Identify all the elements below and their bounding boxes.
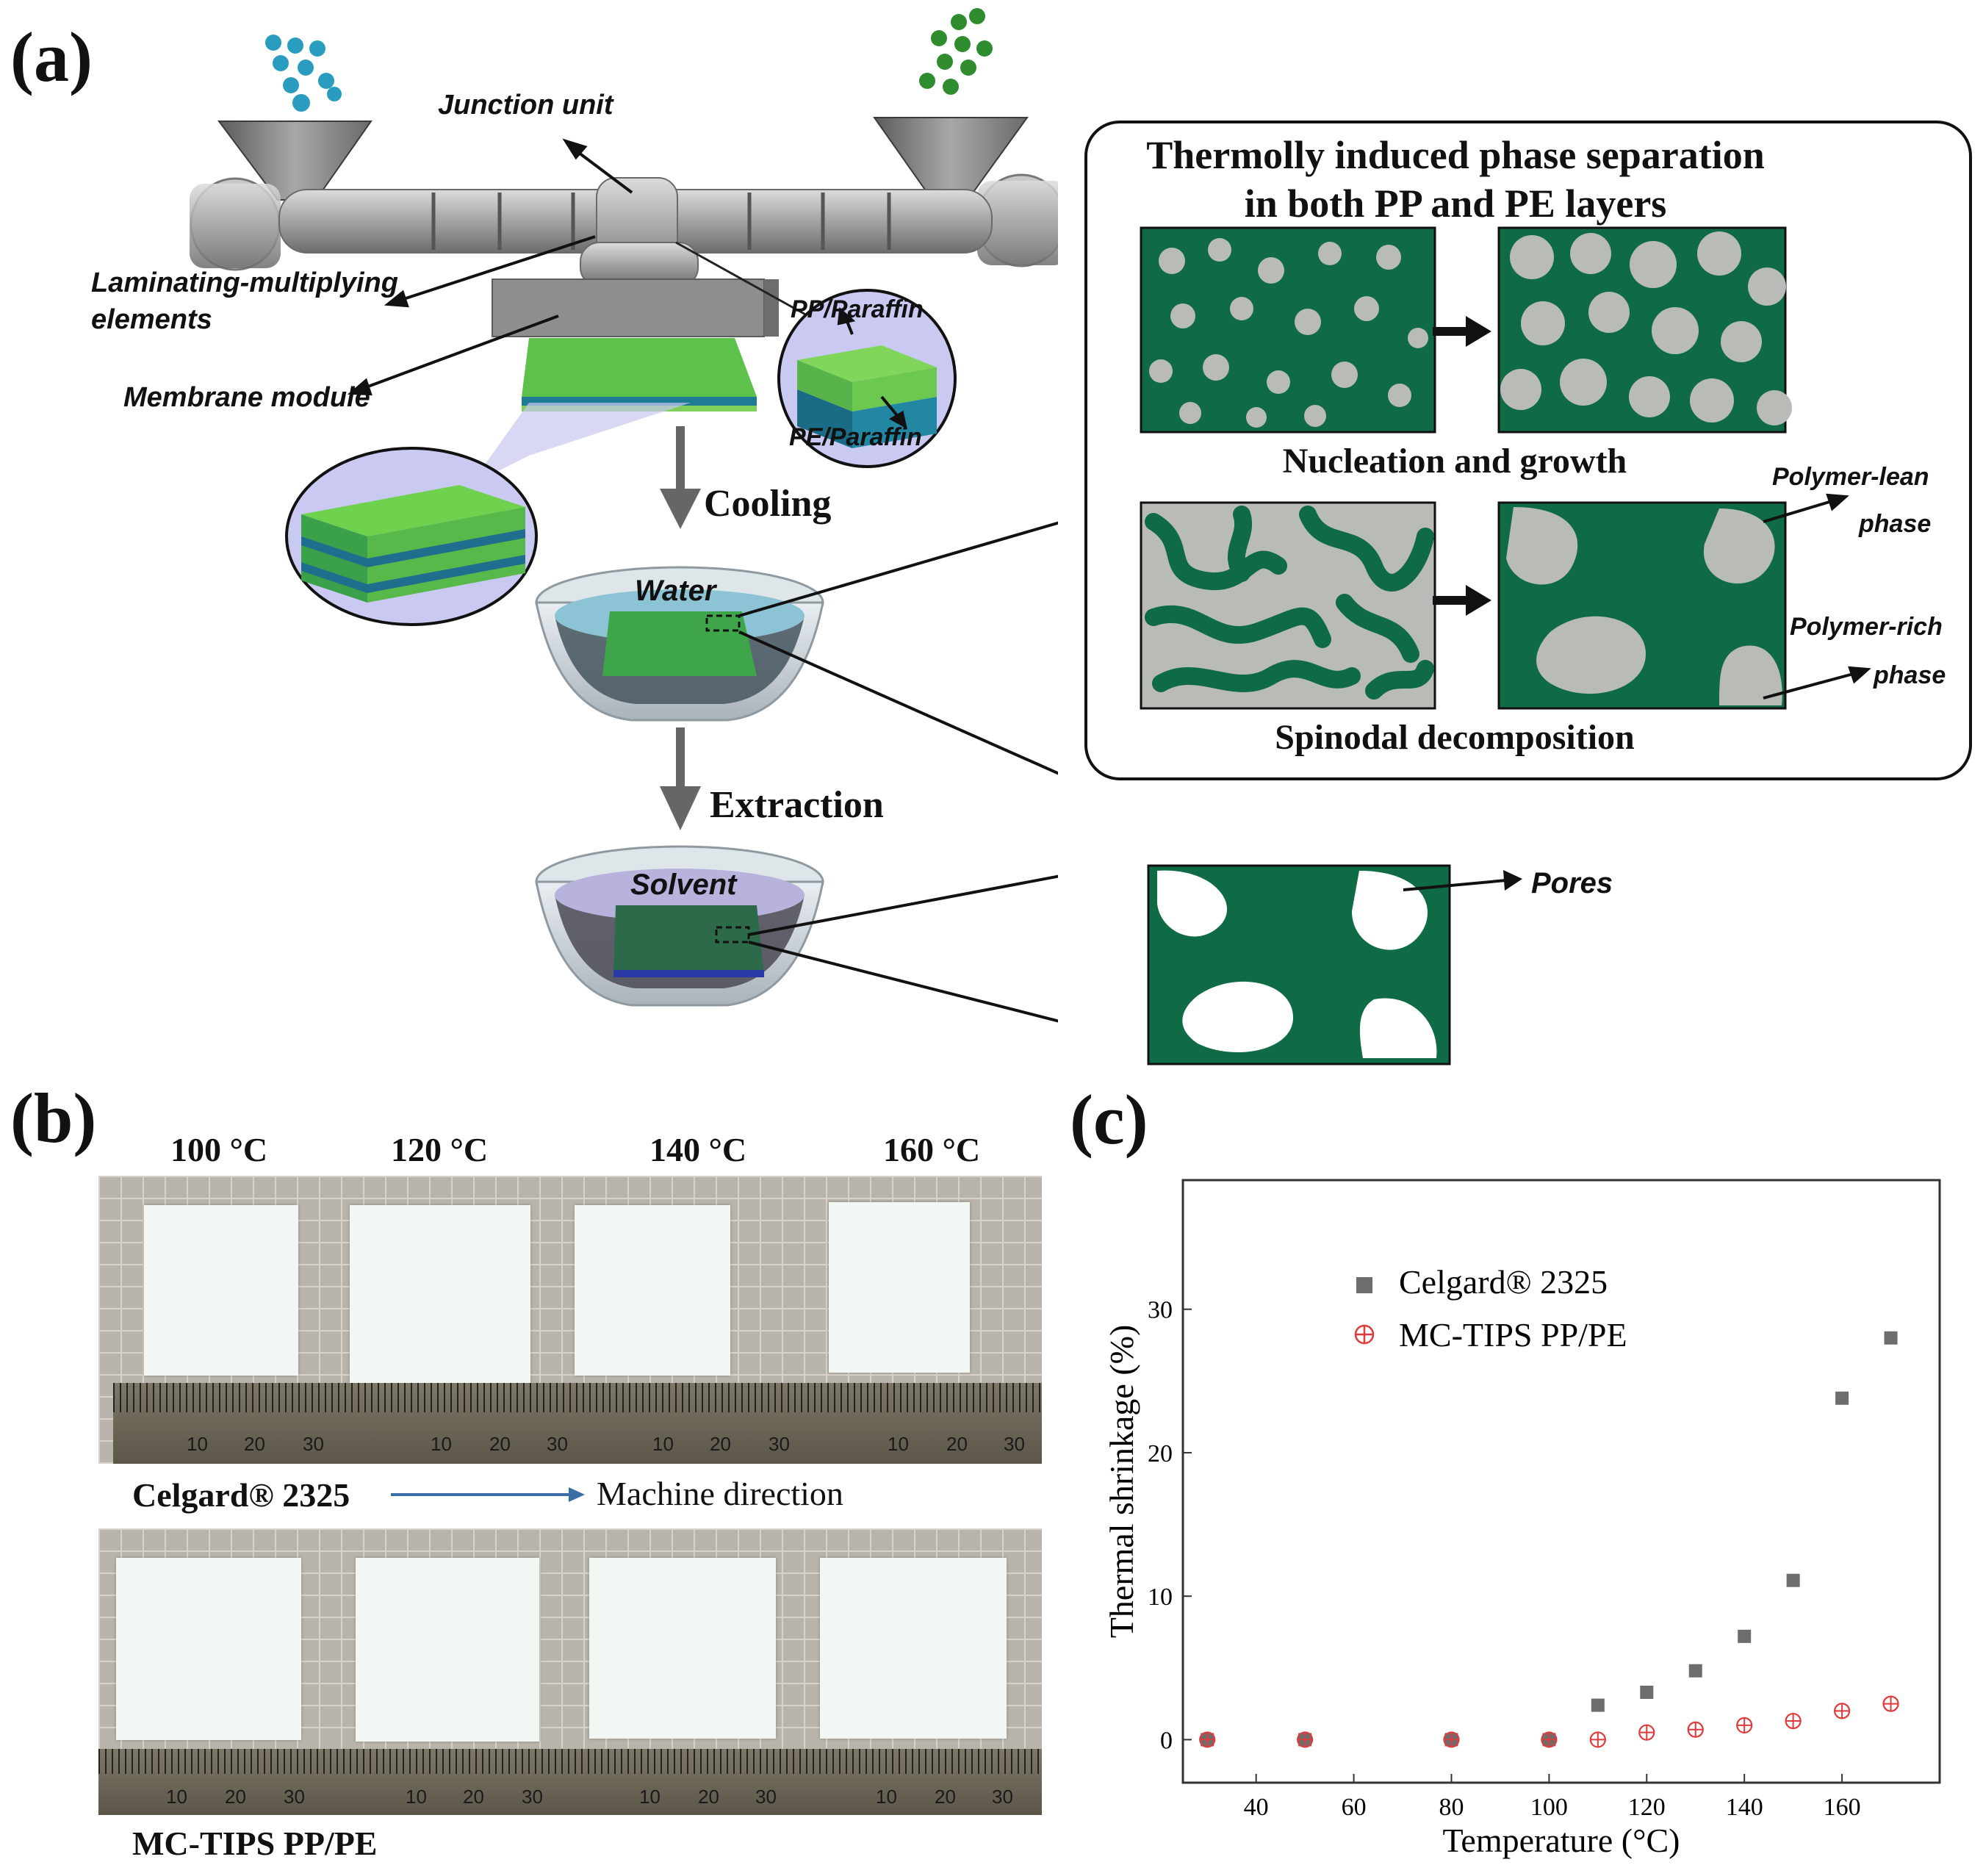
green-pellets (919, 8, 993, 95)
celgard-sample-120 (350, 1205, 530, 1383)
phase-pointer-arrows (1763, 493, 1871, 700)
celgard-point (1738, 1629, 1752, 1643)
celgard-point (1835, 1391, 1849, 1405)
celgard-label: Celgard® 2325 (132, 1476, 350, 1514)
laminating-label-line1: Laminating-multiplying (91, 267, 398, 298)
mctips-sample-160 (820, 1558, 1007, 1739)
nucleation-caption: Nucleation and growth (1282, 442, 1627, 481)
celgard-sample-160 (829, 1202, 970, 1373)
legend-marker-celgard (1356, 1277, 1372, 1293)
y-tick-label: 10 (1148, 1584, 1173, 1611)
y-tick-label: 20 (1148, 1440, 1173, 1467)
mctips-sample-140 (589, 1558, 776, 1739)
panel-a-label: (a) (10, 18, 93, 96)
polymer-lean-label-2: phase (1859, 510, 1932, 538)
junction-unit-label: Junction unit (438, 90, 613, 121)
temp-label-160: 160 °C (883, 1131, 981, 1168)
plot-frame (1181, 1179, 1941, 1784)
y-tick-label: 30 (1148, 1297, 1173, 1324)
mctips-point (1736, 1717, 1753, 1734)
mctips-sample-120 (356, 1558, 539, 1742)
laminating-label-line2: elements (91, 304, 212, 335)
x-tick-label: 60 (1342, 1794, 1367, 1821)
legend: Celgard® 2325 MC-TIPS PP/PE (1354, 1263, 1627, 1354)
polymer-rich-label-1: Polymer-rich (1790, 613, 1943, 641)
pores-arrow (1403, 870, 1522, 891)
celgard-point (1640, 1686, 1654, 1699)
extraction-label: Extraction (710, 784, 884, 826)
y-axis-label: Thermal shrinkage (%) (1103, 1325, 1140, 1639)
pp-paraffin-label: PP/Paraffin (791, 295, 924, 323)
mc-tips-photo-strip: 10 20 30 10 20 30 10 20 30 10 20 30 (98, 1528, 1042, 1815)
ruler: 10 20 30 10 20 30 10 20 30 10 20 30 (98, 1749, 1042, 1815)
celgard-point (1688, 1664, 1702, 1678)
pe-paraffin-label: PE/Paraffin (789, 423, 922, 451)
celgard-point (1884, 1331, 1898, 1345)
temp-label-100: 100 °C (170, 1131, 268, 1168)
mctips-point (1199, 1731, 1216, 1748)
machine-direction-label: Machine direction (597, 1475, 843, 1512)
legend-marker-mctips (1354, 1324, 1375, 1345)
legend-label-mctips: MC-TIPS PP/PE (1399, 1316, 1627, 1354)
temp-label-140: 140 °C (649, 1131, 747, 1168)
mctips-point (1589, 1731, 1606, 1748)
spinodal-caption: Spinodal decomposition (1275, 718, 1635, 757)
x-tick-label: 120 (1628, 1794, 1666, 1821)
membrane-module-label: Membrane module (123, 382, 370, 413)
mctips-point (1638, 1724, 1655, 1741)
x-tick-label: 140 (1726, 1794, 1763, 1821)
temp-label-120: 120 °C (391, 1131, 489, 1168)
thermal-shrinkage-chart: 40 60 80 100 120 140 160 0 10 20 30 Thermal shrink… (1103, 1179, 1941, 1859)
cooling-label: Cooling (704, 483, 832, 525)
polymer-rich-label-2: phase (1874, 661, 1946, 689)
solvent-label: Solvent (630, 869, 737, 901)
x-tick-label: 160 (1824, 1794, 1861, 1821)
polymer-lean-label-1: Polymer-lean (1772, 463, 1929, 491)
layered-block (301, 485, 525, 603)
x-axis-label: Temperature (°C) (1443, 1822, 1680, 1859)
celgard-sample-140 (575, 1205, 730, 1376)
mctips-point (1687, 1721, 1704, 1738)
x-tick-label: 100 (1530, 1794, 1568, 1821)
panel-b-label: (b) (10, 1079, 97, 1157)
x-tick-label: 80 (1439, 1794, 1464, 1821)
mctips-point (1541, 1731, 1558, 1748)
celgard-point (1591, 1698, 1605, 1712)
x-tick-label: 40 (1244, 1794, 1269, 1821)
extruder-schematic (190, 8, 1058, 1023)
mctips-point (1833, 1703, 1851, 1719)
y-tick-label: 0 (1160, 1727, 1173, 1754)
mctips-sample-100 (116, 1558, 301, 1740)
blue-pellets (265, 35, 342, 112)
ruler: 10 20 30 10 20 30 10 20 30 10 20 30 (113, 1383, 1042, 1464)
mctips-point (1882, 1695, 1899, 1712)
panel-c-label: (c) (1070, 1080, 1148, 1159)
legend-label-celgard: Celgard® 2325 (1399, 1263, 1608, 1301)
mctips-point (1297, 1731, 1314, 1748)
water-label: Water (635, 575, 716, 607)
mc-tips-label: MC-TIPS PP/PE (132, 1825, 378, 1862)
celgard-point (1786, 1573, 1800, 1587)
mctips-point (1785, 1712, 1802, 1730)
mctips-point (1443, 1731, 1460, 1748)
celgard-photo-strip: 10 20 30 10 20 30 10 20 30 10 20 30 (98, 1176, 1042, 1464)
machine-direction-arrow (391, 1487, 585, 1502)
tips-title-line1: Thermolly induced phase separation (1146, 133, 1765, 177)
phase-separation-diagrams (1140, 226, 1792, 1065)
tips-title-line2: in both PP and PE layers (1244, 182, 1667, 226)
pores-label: Pores (1531, 867, 1613, 899)
celgard-sample-100 (144, 1205, 298, 1376)
